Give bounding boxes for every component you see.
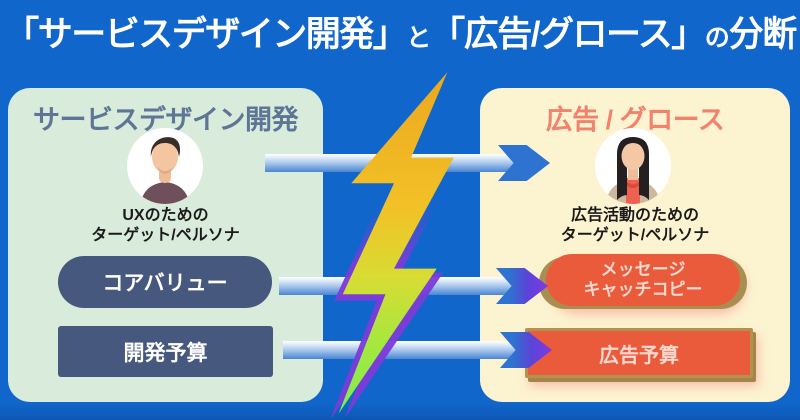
left-caption-line2: ターゲット/ペルソナ	[91, 227, 240, 244]
arrow-shaft	[283, 341, 518, 359]
male-avatar-icon	[127, 128, 203, 204]
right-persona-caption: 広告活動のための ターゲット/ペルソナ	[480, 206, 790, 246]
left-persona-caption: UXのための ターゲット/ペルソナ	[8, 206, 323, 246]
title-segment-quoted-left: 「サービスデザイン開発」	[4, 15, 408, 54]
service-design-panel: サービスデザイン開発 UXのための ターゲット/ペルソナ コアバリュー 開発予算	[8, 88, 323, 402]
dev-budget-box: 開発予算	[58, 326, 273, 377]
pill-line2: キャッチコピー	[583, 280, 703, 299]
title-segment-quoted-right: 「広告/グロース」	[430, 15, 706, 54]
core-value-pill: コアバリュー	[58, 256, 272, 308]
flow-arrow-budget	[283, 332, 552, 368]
male-persona-avatar	[127, 128, 203, 204]
message-catchcopy-pill: メッセージ キャッチコピー	[546, 254, 740, 306]
female-persona-avatar	[595, 128, 671, 204]
title-segment-split: 分断	[728, 15, 798, 54]
pill-line1: メッセージ	[600, 260, 686, 279]
lightning-bolt-icon	[323, 68, 465, 418]
right-caption-line1: 広告活動のための	[570, 207, 699, 224]
right-caption-line2: ターゲット/ペルソナ	[560, 227, 710, 244]
left-caption-line1: UXのための	[122, 207, 209, 224]
ad-budget-box: 広告予算	[525, 328, 753, 378]
female-avatar-icon	[595, 128, 671, 204]
page-title: 「サービスデザイン開発」と「広告/グロース」の分断	[0, 15, 800, 55]
title-particle-to: と	[406, 24, 431, 52]
title-particle-no: の	[704, 24, 730, 52]
ad-growth-panel: 広告 / グロース 広告活動のための ターゲット/ペルソナ	[480, 88, 790, 402]
